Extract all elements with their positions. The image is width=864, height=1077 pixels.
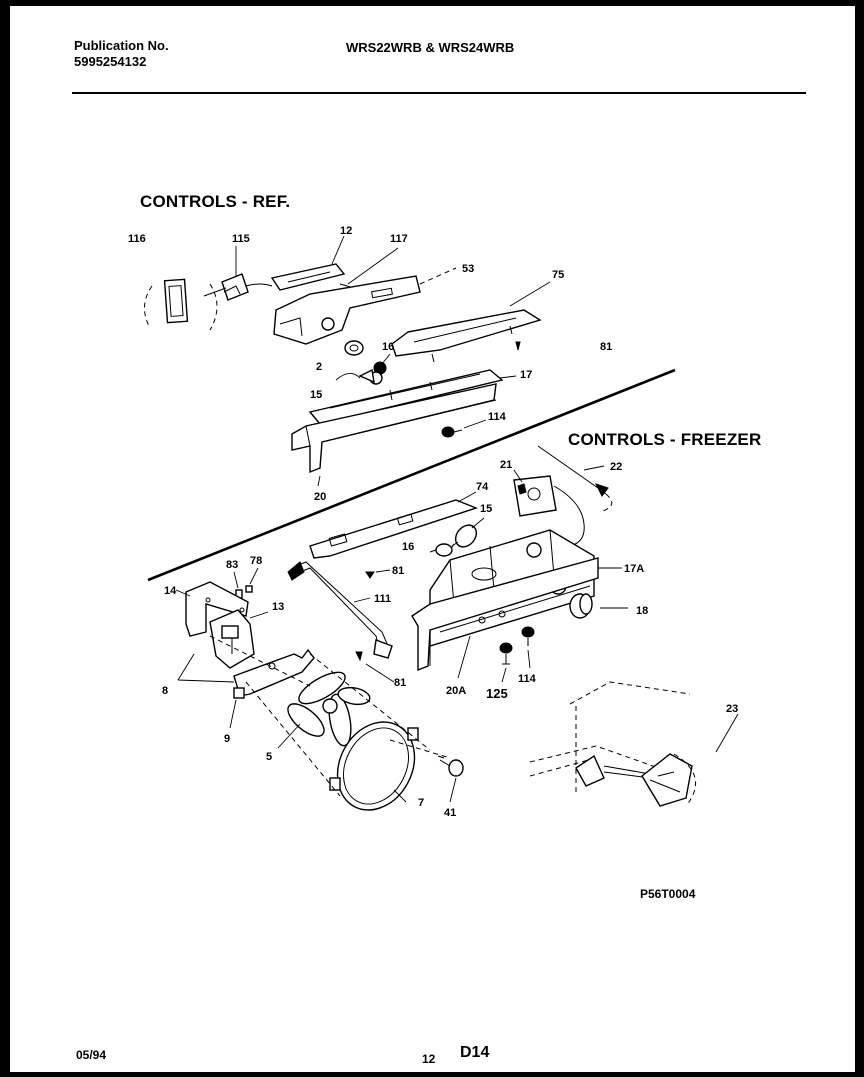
switch-115 bbox=[203, 246, 249, 301]
callout-78: 78 bbox=[250, 555, 262, 567]
screws-83-78 bbox=[233, 567, 259, 599]
callout-114-ref: 114 bbox=[488, 411, 507, 423]
assembly-dashed-lines bbox=[209, 635, 451, 797]
callout-17: 17 bbox=[520, 369, 532, 381]
callout-75: 75 bbox=[552, 269, 564, 281]
callout-5: 5 bbox=[266, 751, 272, 763]
light-shield-116 bbox=[144, 278, 218, 331]
bulb-holder-16-15 bbox=[335, 353, 391, 385]
callout-81-ref: 81 bbox=[600, 341, 612, 353]
footer-page-number: 12 bbox=[422, 1052, 436, 1066]
callout-81-freezer-upper: 81 bbox=[392, 565, 404, 577]
callout-83: 83 bbox=[226, 559, 238, 571]
fan-shroud-7 bbox=[329, 721, 419, 811]
control-housing-53 bbox=[273, 267, 457, 345]
callout-81-freezer-lower: 81 bbox=[394, 677, 406, 689]
screw-81-lower bbox=[355, 651, 395, 683]
callout-16-ref: 16 bbox=[382, 341, 394, 353]
diagram-code: P56T0004 bbox=[640, 887, 696, 901]
socket-16 bbox=[429, 541, 459, 557]
screws-125-114 bbox=[499, 626, 535, 683]
knob-18 bbox=[569, 593, 628, 619]
callout-2: 2 bbox=[316, 361, 322, 373]
header-rule bbox=[72, 92, 806, 94]
callout-20A: 20A bbox=[446, 685, 466, 697]
callout-18: 18 bbox=[636, 605, 648, 617]
bulb-15 bbox=[449, 517, 485, 551]
callout-16-freezer: 16 bbox=[402, 541, 414, 553]
exploded-parts-diagram: 116 115 12 117 53 75 2 16 81 15 17 114 2… bbox=[128, 225, 739, 819]
light-shield-20A bbox=[411, 557, 599, 679]
fan-bracket-14 bbox=[175, 581, 249, 637]
callout-15-freezer: 15 bbox=[480, 503, 492, 515]
callout-13: 13 bbox=[272, 601, 284, 613]
screw-114-ref bbox=[441, 419, 487, 438]
callout-14: 14 bbox=[164, 585, 177, 597]
callout-116: 116 bbox=[128, 233, 146, 245]
control-cover-74 bbox=[309, 491, 479, 559]
publication-label: Publication No. bbox=[74, 38, 169, 53]
fan-blade-5 bbox=[277, 671, 371, 749]
light-socket-12 bbox=[270, 235, 346, 291]
callout-23: 23 bbox=[726, 703, 738, 715]
control-panel-75 bbox=[391, 281, 551, 363]
callout-125: 125 bbox=[486, 686, 508, 701]
callout-114-freezer: 114 bbox=[518, 673, 537, 685]
section-title-ref: CONTROLS - REF. bbox=[140, 192, 291, 211]
callout-74: 74 bbox=[476, 481, 489, 493]
screw-81-upper bbox=[365, 569, 391, 579]
callout-41: 41 bbox=[444, 807, 456, 819]
section-divider-line bbox=[147, 368, 676, 582]
callout-17A: 17A bbox=[624, 563, 644, 575]
light-lens-17 bbox=[308, 369, 517, 425]
model-numbers: WRS22WRB & WRS24WRB bbox=[346, 40, 515, 55]
callout-8: 8 bbox=[162, 685, 168, 697]
grommet-9 bbox=[229, 687, 245, 729]
callout-53: 53 bbox=[462, 263, 474, 275]
callout-15-ref: 15 bbox=[310, 389, 322, 401]
capillary-22 bbox=[537, 445, 613, 513]
parts-diagram-page: Publication No. 5995254132 WRS22WRB & WR… bbox=[10, 6, 855, 1072]
thermostat-mount-23 bbox=[529, 681, 739, 807]
footer-date: 05/94 bbox=[76, 1048, 107, 1062]
fan-motor-13 bbox=[209, 609, 269, 669]
callout-115: 115 bbox=[232, 233, 250, 245]
callout-117: 117 bbox=[390, 233, 408, 245]
harness-111 bbox=[287, 561, 393, 659]
footer-page-code: D14 bbox=[460, 1044, 490, 1061]
thermostat-21 bbox=[513, 469, 585, 547]
section-title-freezer: CONTROLS - FREEZER bbox=[568, 430, 762, 449]
callout-9: 9 bbox=[224, 733, 230, 745]
light-shield-20 bbox=[291, 383, 497, 487]
callout-22: 22 bbox=[610, 461, 622, 473]
screw-41 bbox=[437, 755, 464, 803]
publication-number: 5995254132 bbox=[74, 54, 147, 69]
callout-12: 12 bbox=[340, 225, 352, 237]
callout-111: 111 bbox=[374, 593, 391, 605]
callout-21: 21 bbox=[500, 459, 512, 471]
callout-7: 7 bbox=[418, 797, 424, 809]
callout-20: 20 bbox=[314, 491, 326, 503]
knob-2 bbox=[344, 340, 364, 356]
